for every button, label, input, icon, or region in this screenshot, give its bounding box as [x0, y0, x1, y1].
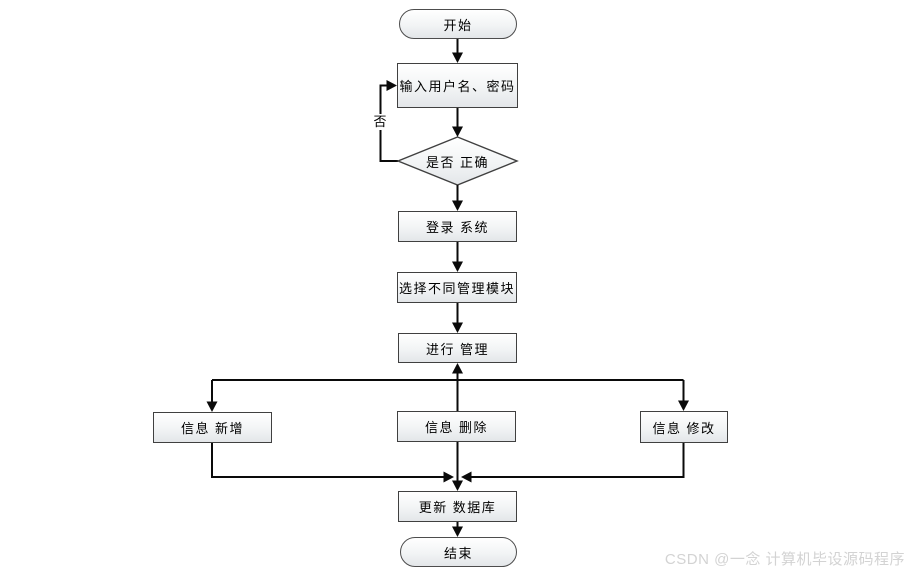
node-select-module: 选择不同管理模块	[397, 272, 517, 303]
node-info-modify: 信息 修改	[640, 411, 728, 443]
node-update-db: 更新 数据库	[398, 491, 517, 522]
edge-label-no: 否	[371, 114, 389, 130]
node-end: 结束	[400, 537, 517, 567]
edge-branch-to-info-modify	[678, 380, 689, 411]
edge-start-to-input	[452, 39, 463, 63]
edge-login-to-select	[452, 242, 463, 272]
watermark: CSDN @一念 计算机毕设源码程序	[664, 551, 905, 568]
node-info-delete: 信息 删除	[397, 411, 516, 442]
node-info-add: 信息 新增	[153, 412, 272, 443]
node-decision-label: 是否 正确	[425, 154, 490, 170]
node-manage: 进行 管理	[398, 333, 517, 363]
edge-info-modify-to-merge	[461, 443, 685, 483]
edge-info-add-to-merge	[211, 443, 454, 483]
edge-branch-up-to-manage	[452, 363, 463, 380]
edge-select-to-manage	[452, 303, 463, 333]
node-login: 登录 系统	[398, 211, 517, 242]
node-input-credentials: 输入用户名、密码	[397, 63, 518, 108]
edge-info-delete-to-update	[452, 442, 463, 491]
edge-input-to-decision	[452, 108, 463, 137]
edge-decision-to-login	[452, 185, 463, 211]
node-start: 开始	[399, 9, 517, 39]
edge-update-to-end	[452, 522, 463, 537]
edge-branch-to-info-add	[206, 380, 218, 412]
